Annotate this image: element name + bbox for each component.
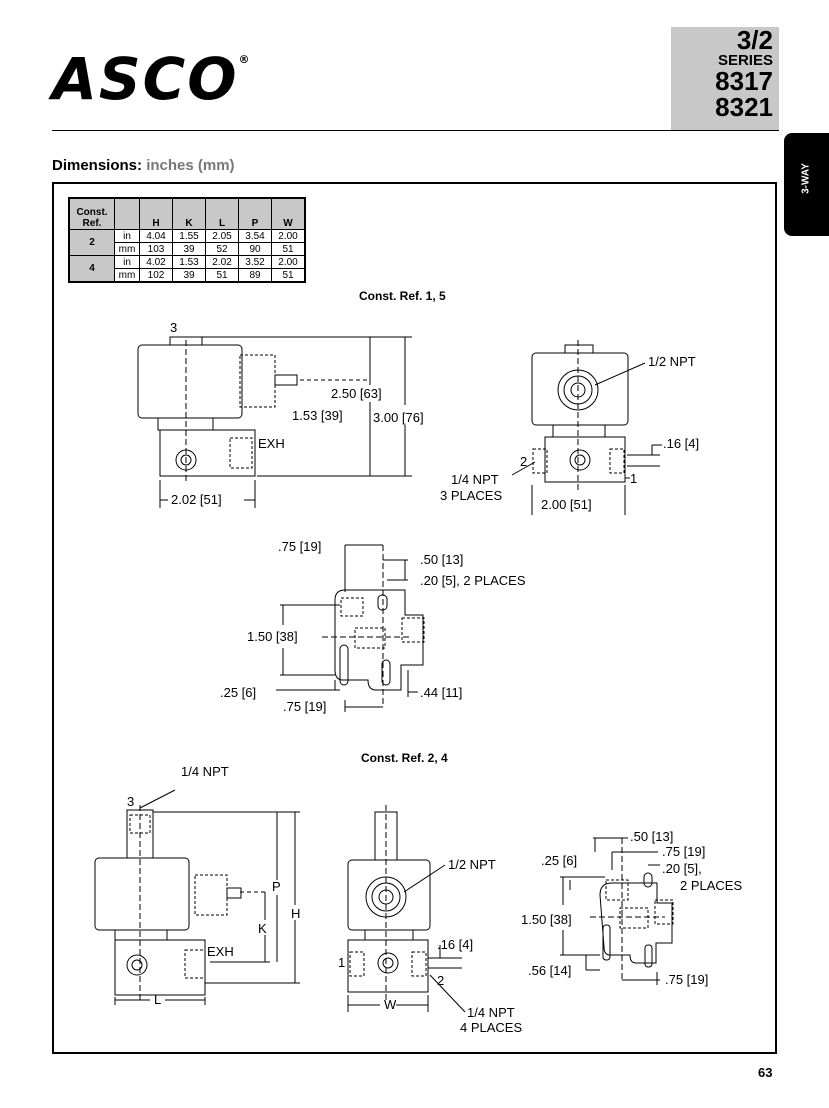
series-fraction: 3/2 <box>736 25 773 55</box>
port-3-label: 3 <box>170 320 177 335</box>
npt-1-2-label: 1/2 NPT <box>648 354 696 369</box>
dim-2-50: 2.50 [63] <box>331 386 382 401</box>
dimensions-title: Dimensions: inches (mm) <box>52 157 235 174</box>
port-2-label: 2 <box>520 454 527 469</box>
dim-0-20-b: .20 [5], <box>662 861 702 876</box>
port-2-label-2: 2 <box>437 973 444 988</box>
col-h: H <box>139 197 173 230</box>
dim-0-75-top: .75 [19] <box>278 539 321 554</box>
dim-w: W <box>384 997 397 1012</box>
port-1-label: 1 <box>630 471 637 486</box>
dim-h: H <box>291 906 300 921</box>
p-cell: 3.54 <box>238 229 272 243</box>
dim-3-00: 3.00 [76] <box>373 410 424 425</box>
side-tab-3-way[interactable]: 3-WAY <box>784 133 829 236</box>
dim-0-75-b-top: .75 [19] <box>662 844 705 859</box>
dim-k: K <box>258 921 267 936</box>
places-3-label: 3 PLACES <box>440 488 502 503</box>
table-header-row: Const. Ref. H K L P W <box>68 197 306 230</box>
port-1-label-2: 1 <box>338 955 345 970</box>
ref-cell: 4 <box>68 255 115 283</box>
section-title-ref-2-4: Const. Ref. 2, 4 <box>361 751 448 765</box>
exh-label-2: EXH <box>207 944 234 959</box>
dim-1-53: 1.53 [39] <box>292 408 343 423</box>
dim-p: P <box>272 879 281 894</box>
valve-front-view-2 <box>347 805 466 1013</box>
dim-2-00: 2.00 [51] <box>541 497 592 512</box>
npt-1-4-label-3: 1/4 NPT <box>467 1005 515 1020</box>
section-title-ref-1-5: Const. Ref. 1, 5 <box>359 289 446 303</box>
col-p: P <box>238 197 272 230</box>
table-row: 4 in 4.02 1.53 2.02 3.52 2.00 <box>68 255 306 283</box>
valve-front-view-1 <box>511 340 662 515</box>
col-k: K <box>172 197 206 230</box>
dim-1-50-b: 1.50 [38] <box>521 912 572 927</box>
dim-0-25: .25 [6] <box>220 685 256 700</box>
dim-l: L <box>154 992 161 1007</box>
exh-label: EXH <box>258 436 285 451</box>
series-label: SERIES <box>717 52 773 69</box>
w-cell: 2.00 <box>271 255 306 269</box>
col-w: W <box>271 197 306 230</box>
dim-0-56: .56 [14] <box>528 963 571 978</box>
dim-0-75-b-bottom: .75 [19] <box>665 972 708 987</box>
places-2-label: 2 PLACES <box>680 878 742 893</box>
dim-0-20-2-places: .20 [5], 2 PLACES <box>420 573 526 588</box>
p-cell: 89 <box>238 268 272 283</box>
series-box: 3/2 SERIES 8317 8321 <box>671 27 779 131</box>
dim-2-02: 2.02 [51] <box>171 492 222 507</box>
dim-0-50-b: .50 [13] <box>630 829 673 844</box>
valve-base-view-2 <box>560 837 674 985</box>
valve-side-view-2 <box>94 789 300 1005</box>
table-row: mm 102 39 51 89 51 <box>69 268 306 283</box>
series-num-8317: 8317 <box>715 66 773 96</box>
table-row: mm 103 39 52 90 51 <box>69 242 306 256</box>
dim-0-75-bottom: .75 [19] <box>283 699 326 714</box>
npt-1-4-label-2: 1/4 NPT <box>181 764 229 779</box>
page-number: 63 <box>758 1065 773 1080</box>
dim-0-25-b: .25 [6] <box>541 853 577 868</box>
k-cell: 39 <box>172 268 206 283</box>
dimension-table: Const. Ref. H K L P W 2 in 4.04 1.55 2.0… <box>68 197 306 283</box>
valve-side-view-1 <box>137 336 412 508</box>
unit-cell: in <box>114 255 140 269</box>
dim-0-50: .50 [13] <box>420 552 463 567</box>
series-num-8321: 8321 <box>715 92 773 122</box>
valve-base-view-1 <box>276 544 425 712</box>
npt-1-2-label-2: 1/2 NPT <box>448 857 496 872</box>
drawing-frame <box>52 182 777 1054</box>
col-l: L <box>205 197 239 230</box>
p-cell: 3.52 <box>238 255 272 269</box>
w-cell: 51 <box>271 268 306 283</box>
npt-1-4-label: 1/4 NPT <box>451 472 499 487</box>
asco-logo: ASCO® <box>52 45 252 113</box>
h-cell: 102 <box>139 268 173 283</box>
header-rule <box>52 130 779 131</box>
dim-0-16-2: .16 [4] <box>437 937 473 952</box>
places-4-label: 4 PLACES <box>460 1020 522 1035</box>
dim-1-50: 1.50 [38] <box>247 629 298 644</box>
dim-0-44: .44 [11] <box>420 685 462 700</box>
dim-0-16: .16 [4] <box>663 436 699 451</box>
port-3-label-2: 3 <box>127 794 134 809</box>
